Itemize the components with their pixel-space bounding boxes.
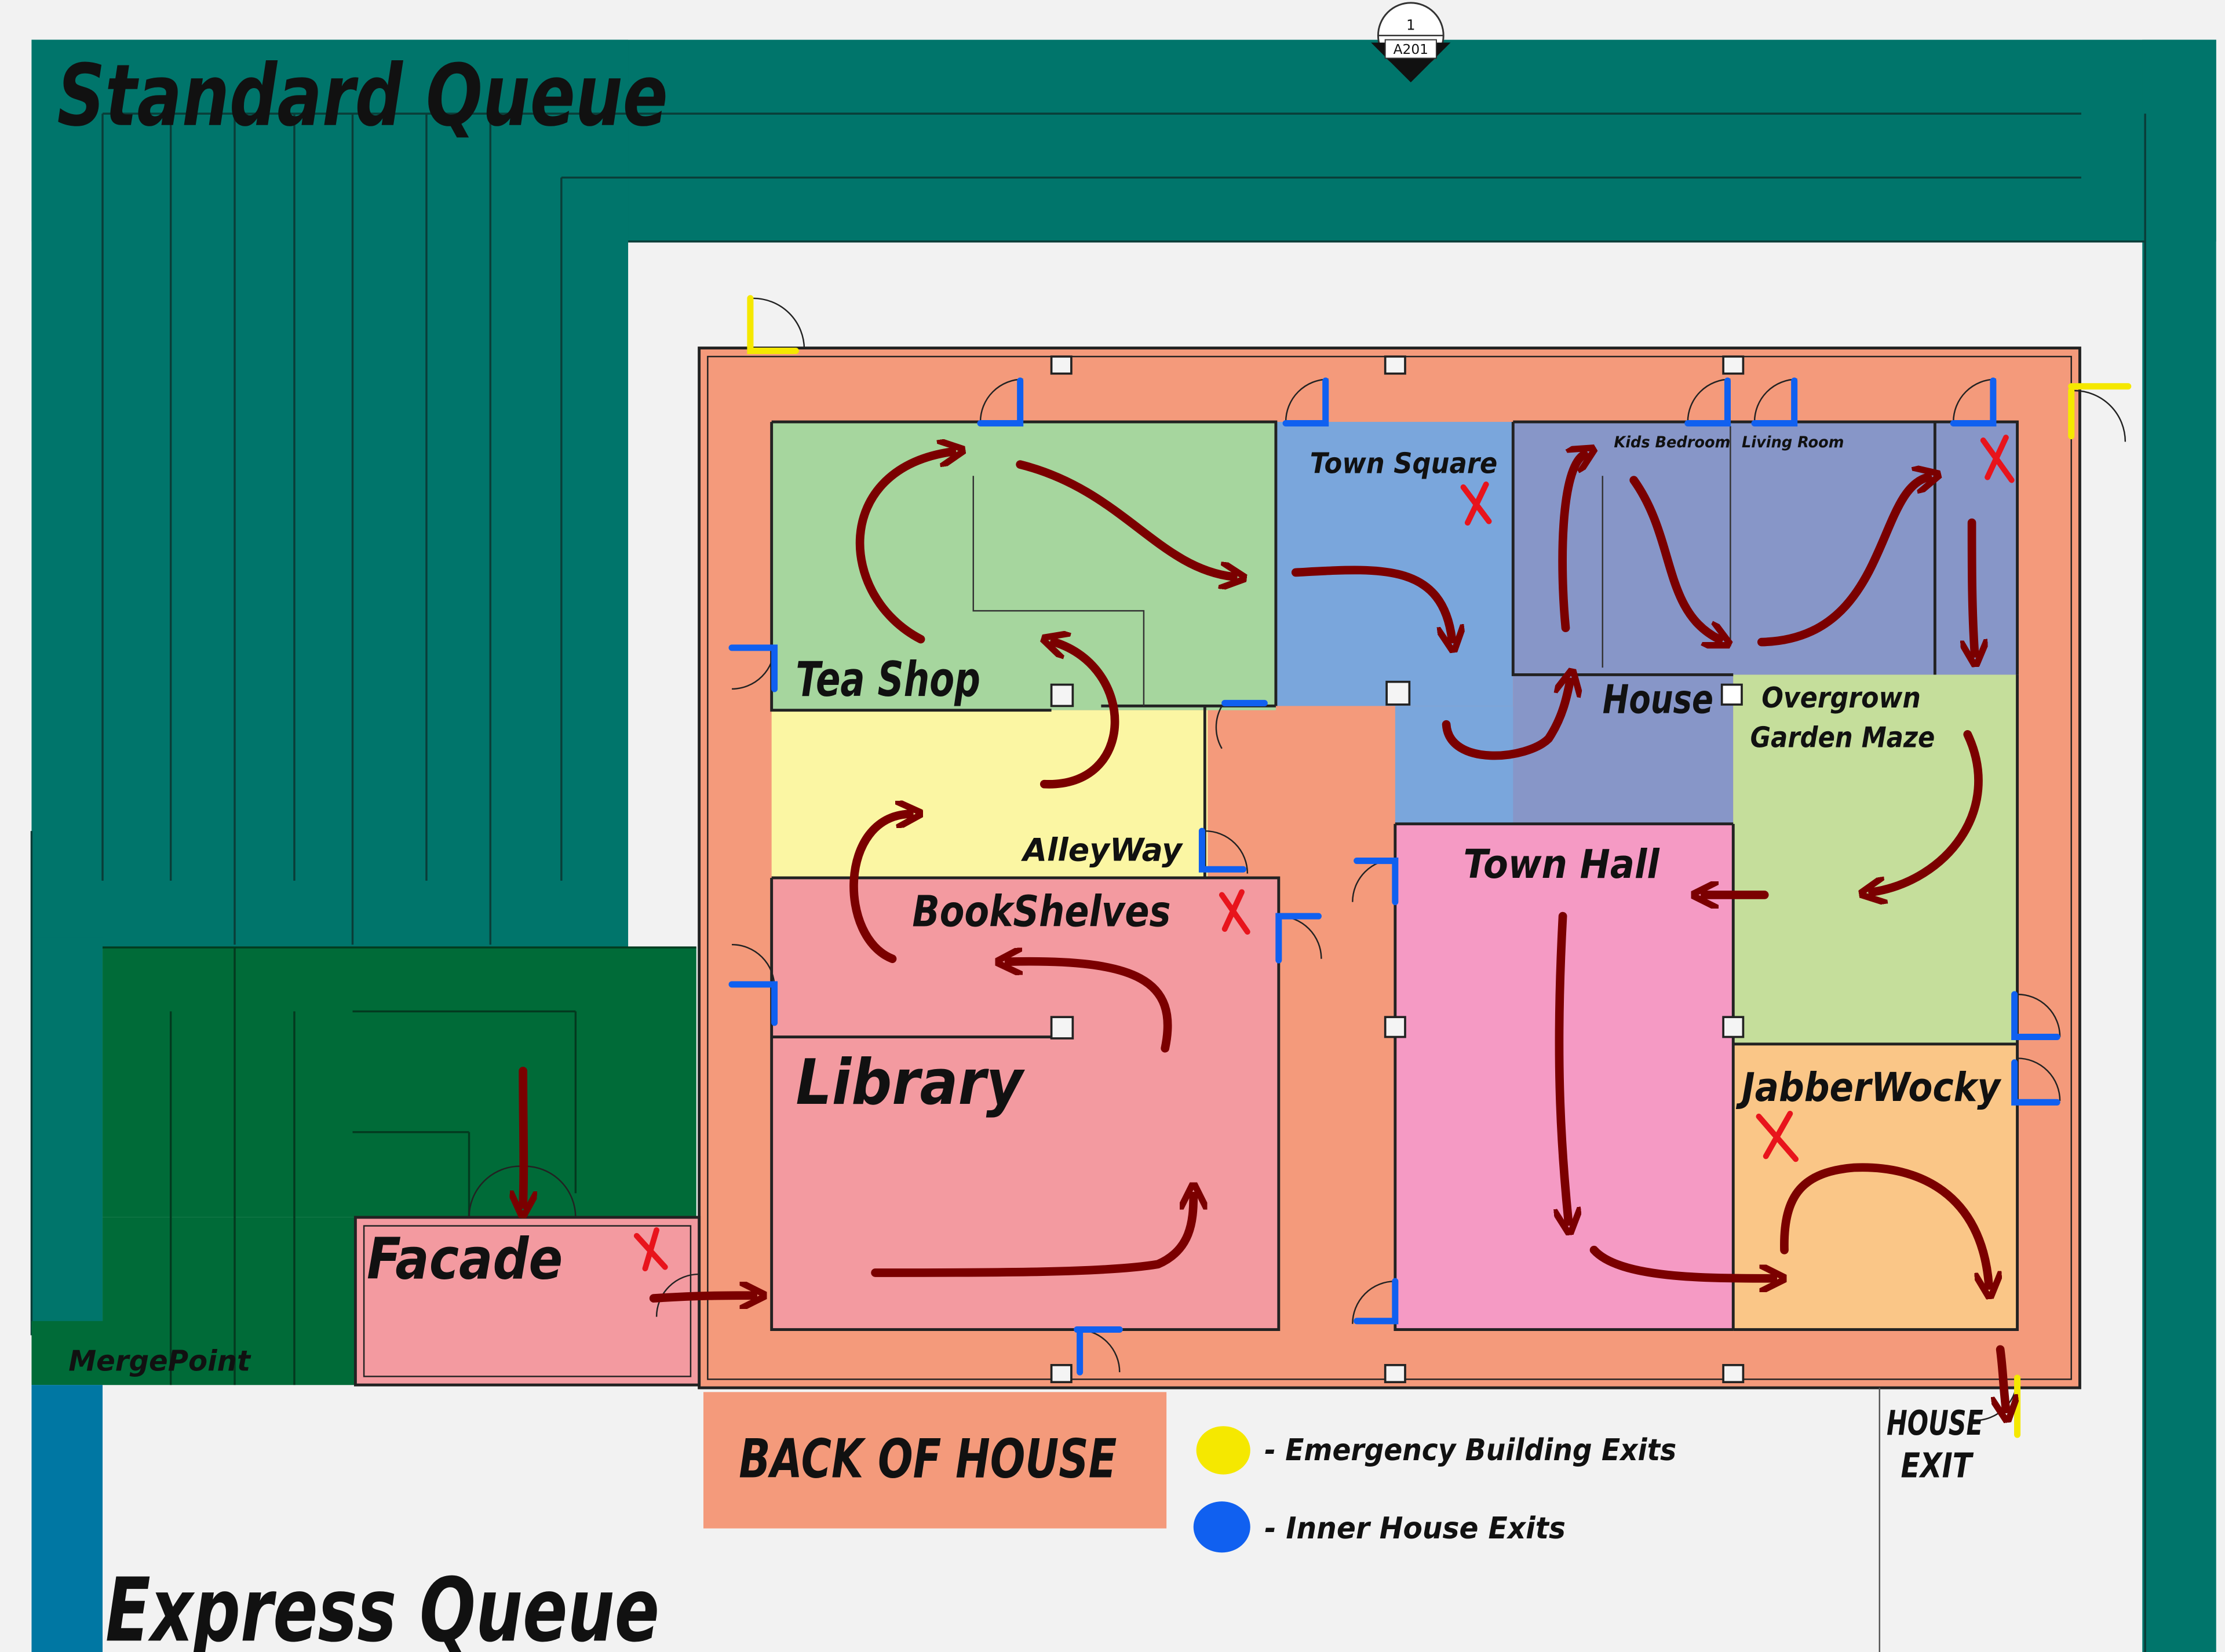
- overgrown-label: Overgrown: [1761, 681, 1921, 714]
- living-room-label: Living Room: [1742, 433, 1844, 451]
- house-exit-label-2: EXIT: [1901, 1445, 1974, 1485]
- alleyway-room: [771, 710, 1208, 878]
- garden-maze-label: Garden Maze: [1750, 720, 1935, 754]
- back-of-house-label: BACK OF HOUSE: [739, 1427, 1117, 1490]
- inner-exit-legend-swatch: [1193, 1501, 1250, 1553]
- x-marks: [633, 435, 2015, 1272]
- section-marker: 1 A201: [1371, 2, 1451, 83]
- merge-area: [31, 946, 696, 1385]
- emergency-exit-legend-label: - Emergency Building Exits: [1264, 1433, 1676, 1468]
- facade-label: Facade: [367, 1226, 563, 1292]
- section-marker-number: 1: [1406, 16, 1416, 33]
- library-room: [771, 877, 1279, 1330]
- alleyway-label: AlleyWay: [1021, 832, 1184, 869]
- back-of-house-box: [703, 1392, 1167, 1529]
- town-hall-room: [1395, 823, 1734, 1330]
- inner-exit-legend-label: - Inner House Exits: [1264, 1511, 1566, 1546]
- house-exit-label-1: HOUSE: [1887, 1403, 1983, 1443]
- emergency-exit-legend-swatch: [1196, 1426, 1250, 1475]
- section-marker-sheet: A201: [1394, 42, 1428, 57]
- merge-point-label: MergePoint: [68, 1344, 251, 1378]
- standard-queue-area: [30, 39, 2216, 1652]
- library-label: Library: [796, 1046, 1025, 1119]
- express-queue-wall: [31, 1385, 103, 1652]
- house-room: [1513, 422, 2018, 675]
- legend: - Emergency Building Exits - Inner House…: [1193, 1426, 1676, 1553]
- town-square-room: [1275, 422, 1513, 706]
- flow-arrows: [523, 452, 2006, 1409]
- bookshelves-label: BookShelves: [912, 887, 1170, 936]
- inner-exit-markers: [728, 377, 2060, 1376]
- standard-queue-label: Standard Queue: [57, 46, 668, 145]
- express-queue-label: Express Queue: [105, 1559, 659, 1652]
- house-label: House: [1603, 677, 1713, 723]
- town-hall-label: Town Hall: [1464, 841, 1661, 888]
- building: [698, 347, 2081, 1390]
- kids-bedroom-label: Kids Bedroom: [1614, 433, 1730, 451]
- jabberwocky-label: JabberWocky: [1735, 1064, 2002, 1111]
- town-square-label: Town Square: [1310, 446, 1498, 480]
- tea-shop-label: Tea Shop: [796, 651, 980, 708]
